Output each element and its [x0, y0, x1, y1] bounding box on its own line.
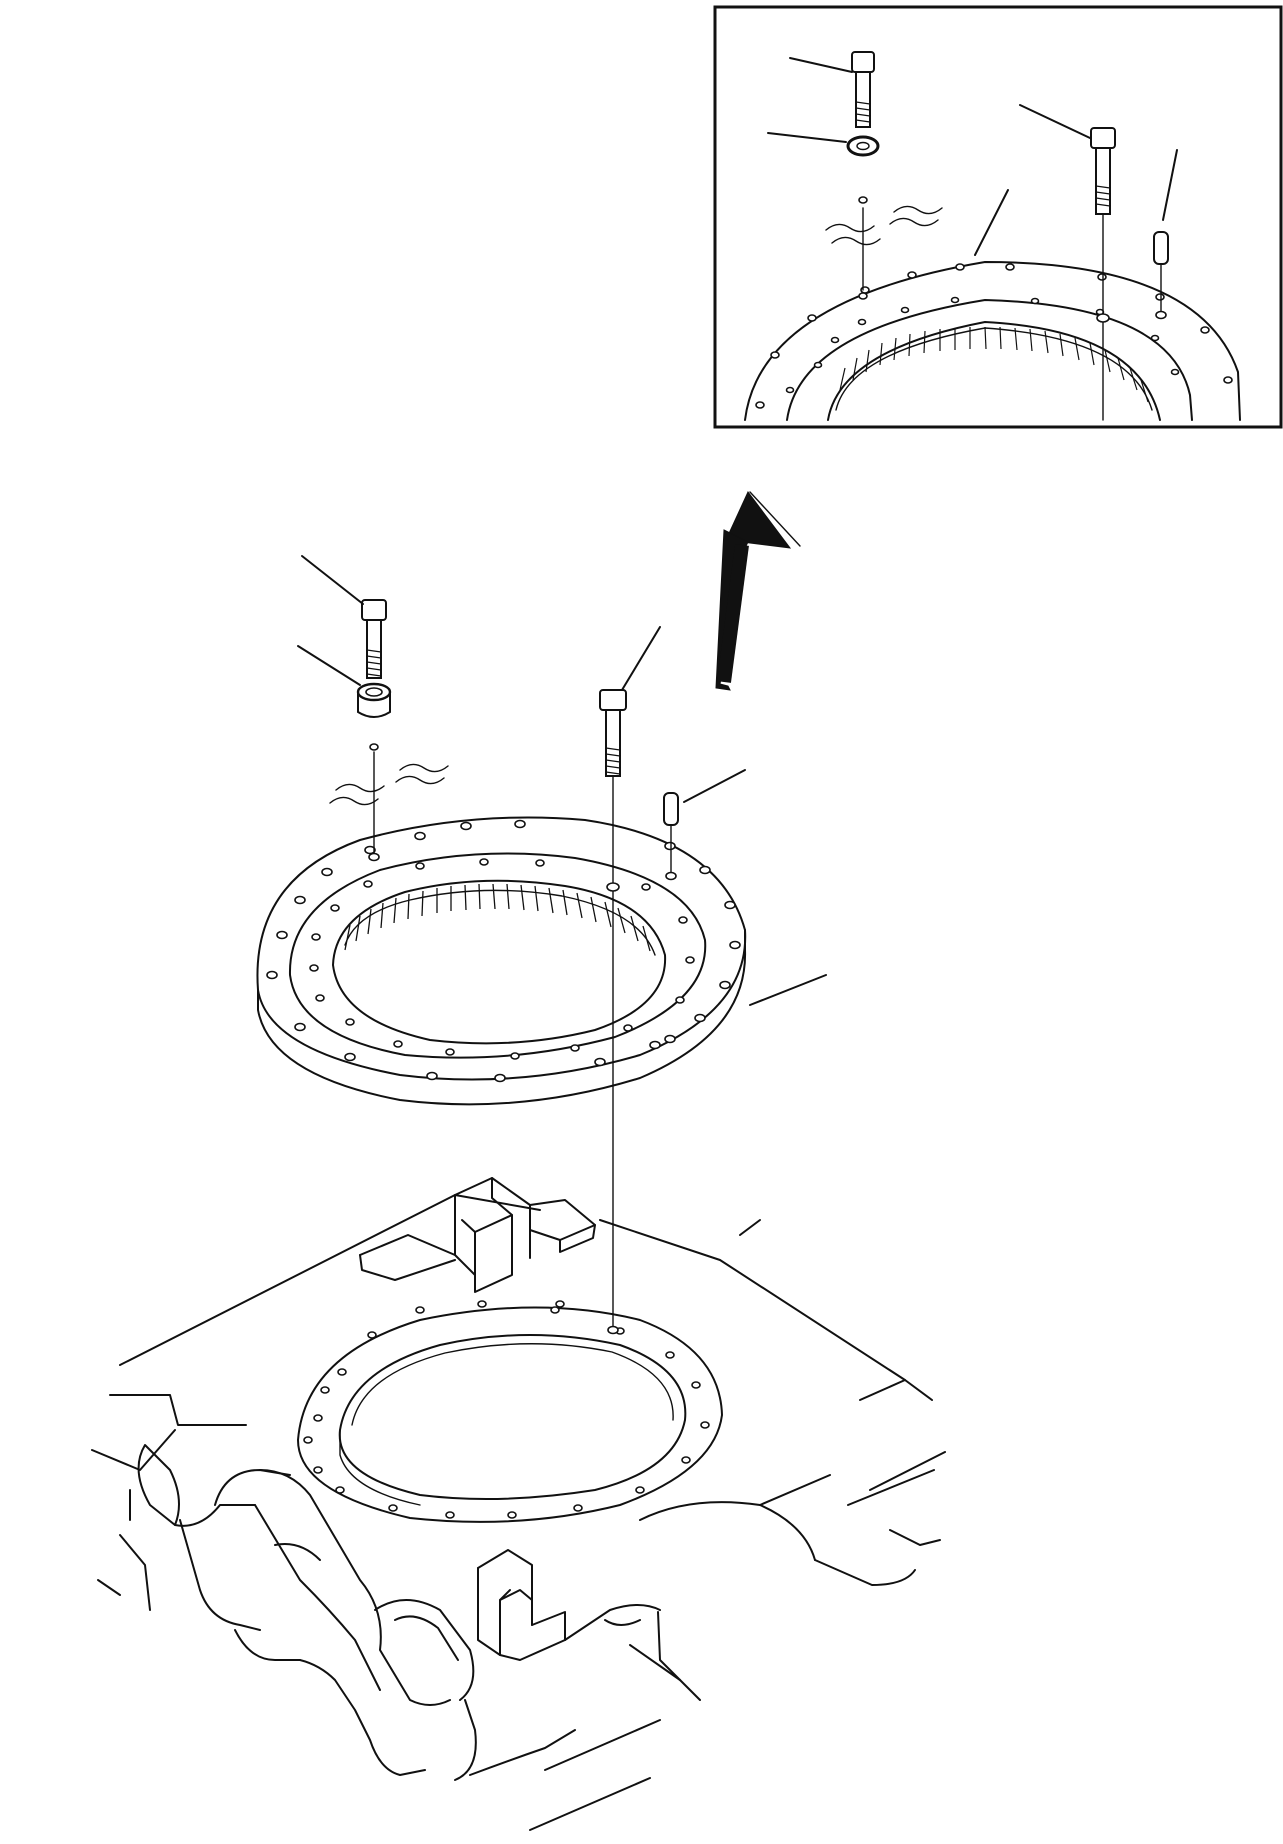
inset-dowel-pin	[1153, 231, 1169, 265]
swing-circle	[256, 816, 747, 1106]
frame-mount-circle	[297, 1300, 723, 1523]
inset-leader-lines	[767, 57, 1178, 256]
main-spacer	[356, 682, 392, 718]
gear-teeth	[344, 883, 651, 952]
track-frame	[91, 1177, 946, 1831]
inset-washer	[846, 135, 880, 157]
frame-lower-structure	[119, 1444, 941, 1831]
frame-bracket-bottom	[477, 1549, 566, 1661]
main-dowel-pin	[663, 792, 679, 826]
main-leader-lines	[297, 555, 827, 1006]
inset-break-mark	[825, 205, 943, 246]
inset-gear-teeth	[839, 326, 1149, 403]
main-break-mark	[329, 763, 449, 806]
inset-frame	[713, 5, 1283, 429]
main-view	[91, 555, 946, 1831]
inner-ring-holes	[309, 858, 695, 1060]
main-bolt-left	[361, 599, 387, 679]
frame-bracket-top	[359, 1177, 596, 1293]
detail-inset	[713, 5, 1283, 429]
inset-hole-marker	[858, 196, 868, 204]
outer-ring-holes	[266, 819, 741, 1083]
mount-holes	[303, 1300, 710, 1519]
inset-swing-ring	[744, 261, 1241, 421]
inset-bolt-left	[851, 51, 875, 128]
main-hole-marker	[369, 743, 379, 751]
detail-direction-arrow	[715, 491, 801, 691]
main-bolt-right	[599, 689, 627, 777]
